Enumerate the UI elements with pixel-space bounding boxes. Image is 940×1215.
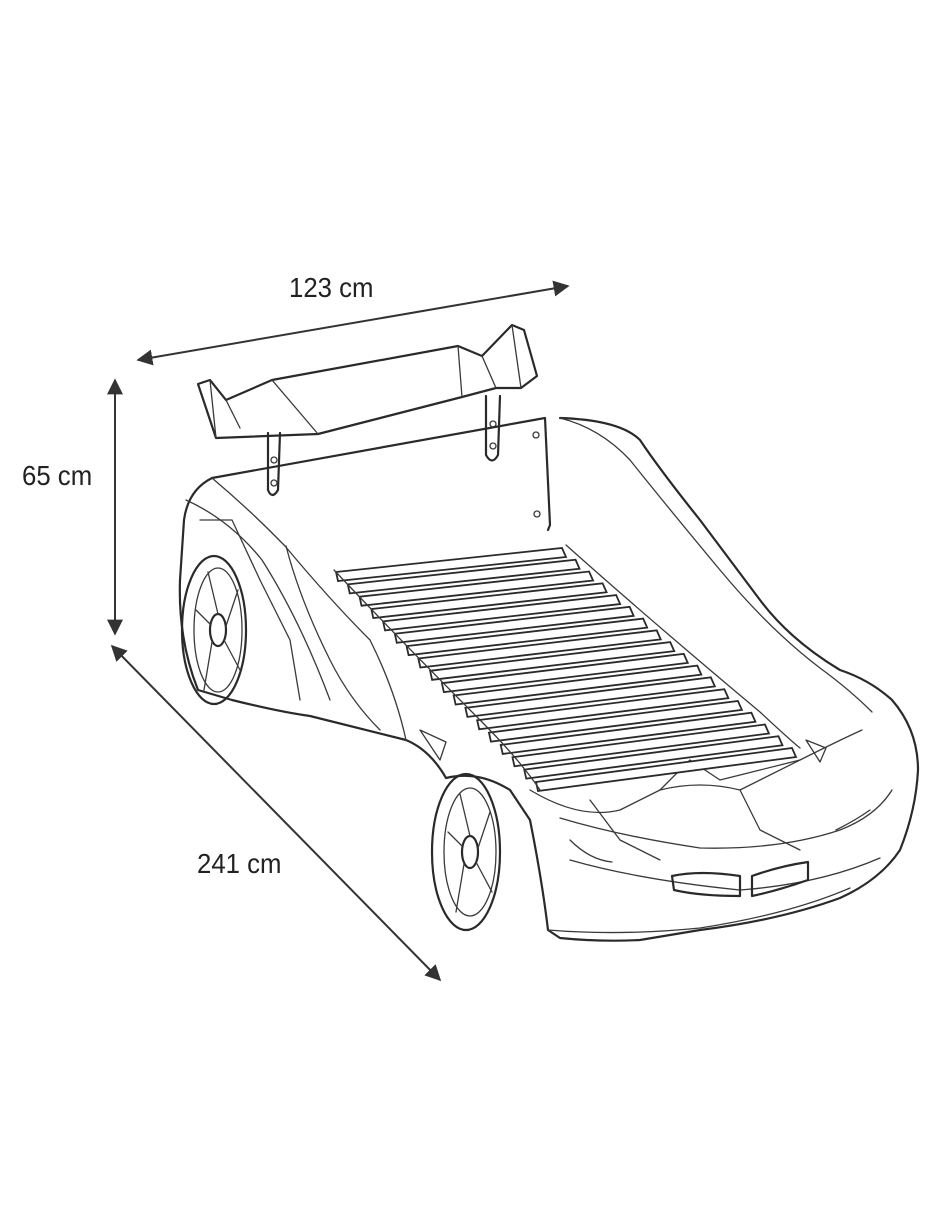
slat — [358, 570, 595, 607]
slat — [370, 582, 608, 620]
slat — [476, 688, 730, 731]
slat — [440, 652, 690, 694]
slat — [523, 735, 784, 780]
slat — [381, 594, 622, 632]
headboard-panel — [210, 416, 552, 532]
slat — [417, 629, 663, 669]
car-body — [178, 416, 920, 942]
slat — [452, 664, 703, 706]
slat — [511, 723, 771, 768]
slat — [334, 547, 568, 582]
width-dimension-line — [136, 280, 570, 366]
slat — [487, 699, 744, 743]
rear-spoiler — [196, 323, 539, 497]
slat — [534, 747, 798, 792]
slat — [346, 558, 581, 595]
length-dimension-line — [110, 644, 442, 982]
width-dimension-label: 123 cm — [289, 272, 374, 303]
slat — [429, 641, 676, 681]
slatted-base — [334, 547, 798, 792]
slat — [405, 617, 649, 657]
rear-wheel — [180, 554, 248, 706]
slat-frame-left — [333, 569, 541, 791]
length-dimension-label: 241 cm — [197, 848, 282, 879]
slat — [464, 676, 717, 718]
slat-frame-right — [565, 544, 801, 749]
slat — [499, 711, 757, 755]
slat — [393, 605, 635, 644]
front-grille — [670, 860, 810, 898]
front-wheel — [430, 772, 502, 932]
height-dimension-label: 65 cm — [22, 460, 93, 491]
